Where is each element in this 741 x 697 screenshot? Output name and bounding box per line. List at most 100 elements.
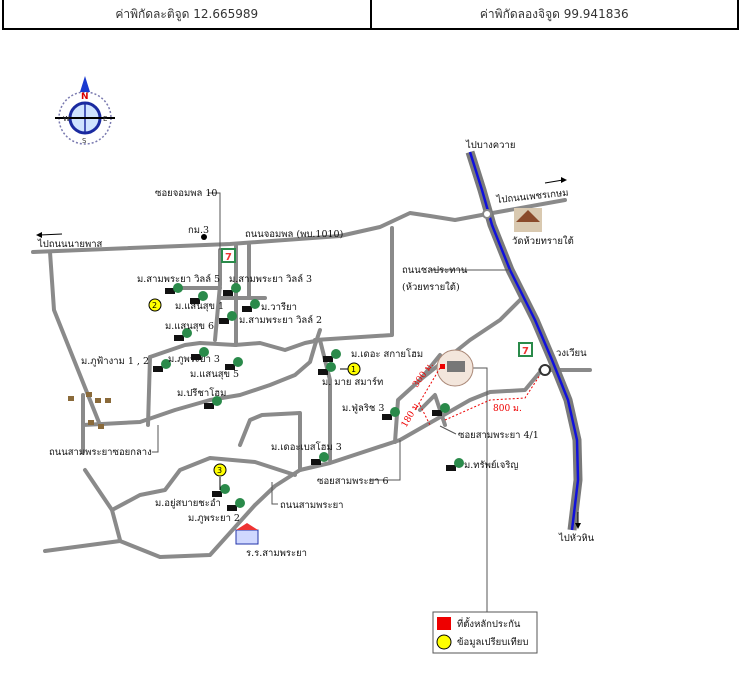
village-icon <box>242 299 260 312</box>
leader-soi-middle <box>152 425 159 453</box>
road-loop-3 <box>238 411 302 472</box>
road-to-property <box>393 353 442 444</box>
village-icon <box>153 359 171 372</box>
village-icon <box>190 291 208 304</box>
label-dist-300: 300 ม. <box>411 360 436 389</box>
distance-800-line <box>444 374 541 421</box>
label-roundabout: วงเวียน <box>556 347 587 359</box>
label-saensuk6: ม.แสนสุข 6 <box>165 321 214 332</box>
village-icon <box>432 403 450 416</box>
village-icon <box>323 349 341 362</box>
roundabout-north-icon <box>482 209 492 219</box>
leader-soi41 <box>439 425 457 435</box>
road-loop-2 <box>83 468 122 542</box>
road-soi-jomphon <box>213 248 222 342</box>
label-dist-180: 180 ม. <box>400 399 423 429</box>
road-middle <box>148 338 322 359</box>
arrow-down-icon <box>575 512 581 529</box>
label-the-sky: ม.เดอะ สกายโฮม <box>351 348 423 360</box>
compass-rose-icon: N S E W <box>55 76 115 145</box>
svg-text:1: 1 <box>351 365 356 374</box>
svg-text:7: 7 <box>225 252 232 263</box>
compass-n: N <box>81 92 89 102</box>
svg-text:2: 2 <box>152 301 157 310</box>
label-chonprathan: ถนนชลประทาน <box>402 265 468 276</box>
label-samphraya-road: ถนนสามพระยา <box>280 500 344 511</box>
svg-text:7: 7 <box>522 346 529 357</box>
road-east-2 <box>318 338 332 462</box>
leader-legend <box>470 367 488 615</box>
comparable-marker-1: 1 <box>340 362 361 376</box>
leader-samphraya <box>271 482 278 505</box>
village-icon <box>311 452 329 465</box>
village-icon <box>174 328 192 341</box>
village-icon <box>227 498 245 511</box>
road-left-vertical <box>48 250 102 427</box>
label-dist-800: 800 ม. <box>493 404 522 414</box>
comparable-marker-2: 2 <box>148 298 162 312</box>
road-curve <box>81 328 322 427</box>
longitude-cell: ค่าพิกัดลองจิจูด 99.941836 <box>369 0 739 28</box>
latitude-cell: ค่าพิกัดละติจูด 12.665989 <box>2 0 370 28</box>
village-icon <box>446 458 464 471</box>
label-villa3: ม.สามพระยา วิลล์ 3 <box>229 273 312 285</box>
label-phulrich3: ม.ฟู่ลริช 3 <box>342 403 384 414</box>
coordinates-header: ค่าพิกัดละติจูด 12.665989 ค่าพิกัดลองจิจ… <box>2 0 739 30</box>
seven-eleven-icon: 7 <box>221 248 236 263</box>
label-soi-middle: ถนนสามพระยาซอยกลาง <box>49 447 152 458</box>
compass-w: W <box>63 115 70 123</box>
label-saensuk5: ม.แสนสุข 5 <box>190 369 239 380</box>
school-icon <box>235 523 259 545</box>
label-saensuk1: ม.แสนสุข 1 <box>175 301 224 312</box>
km3-marker <box>201 234 207 240</box>
road-east-vertical <box>313 226 394 342</box>
village-icon <box>318 362 336 375</box>
legend-comparable-label: ข้อมูลเปรียบเทียบ <box>457 636 528 648</box>
village-icon <box>204 396 222 409</box>
label-yusabai: ม.อยู่สบายชะอำ <box>155 498 221 509</box>
canal <box>468 151 580 531</box>
map-legend: ที่ตั้งหลักประกัน ข้อมูลเปรียบเทียบ <box>432 611 538 654</box>
compass-s: S <box>82 137 87 145</box>
svg-text:3: 3 <box>217 466 222 475</box>
property-marker <box>440 364 445 369</box>
village-icon <box>225 357 243 370</box>
village-icons <box>153 283 464 511</box>
label-jomphon-road: ถนนจอมพล (พบ.1010) <box>245 229 343 240</box>
label-my-smart: ม. มาย สมาร์ท <box>322 376 383 388</box>
comparable-marker-3: 3 <box>213 463 227 490</box>
label-sapcharoen: ม.ทรัพย์เจริญ <box>464 459 519 471</box>
label-villa5: ม.สามพระยา วิลล์ 5 <box>137 273 220 285</box>
label-soi-jomphon-10: ซอยจอมพล 10 <box>155 188 217 199</box>
house-icons <box>68 392 111 429</box>
label-preechahome: ม.ปรีชาโฮม <box>177 387 226 399</box>
label-the-best3: ม.เดอะเบสโฮม 3 <box>271 441 342 453</box>
roundabout-icon <box>539 364 551 376</box>
road-west-vertical <box>146 355 152 427</box>
label-phufangam: ม.ภูฟ้างาม 1 , 2 <box>81 356 149 367</box>
legend-property-swatch <box>437 617 451 630</box>
temple-icon <box>514 208 542 232</box>
village-icon <box>212 484 230 497</box>
distance-300-line <box>414 367 441 411</box>
label-wariya: ม.วารียา <box>261 301 297 313</box>
label-km3: กม.3 <box>188 225 209 236</box>
arrow-left-icon <box>36 232 63 238</box>
jomphon-road <box>31 198 567 254</box>
label-soi-6: ซอยสามพระยา 6 <box>317 476 389 487</box>
leader-soi10 <box>208 192 221 250</box>
label-to-bang-kwai: ไปบางควาย <box>465 139 515 151</box>
legend-comparable-swatch <box>436 634 452 650</box>
village-icon <box>191 347 209 360</box>
label-soi-41: ซอยสามพระยา 4/1 <box>458 430 539 441</box>
compass-e: E <box>103 115 107 123</box>
village-icon <box>219 311 237 324</box>
label-phuphraya2: ม.ภูพระยา 2 <box>188 513 240 524</box>
label-phuphraya3: ม.ภูพระยา 3 <box>168 354 220 365</box>
legend-property-label: ที่ตั้งหลักประกัน <box>457 617 521 630</box>
leader-soi6 <box>370 440 401 481</box>
property-building-icon <box>447 361 465 372</box>
village-icon <box>382 407 400 420</box>
village-icon <box>165 283 183 294</box>
